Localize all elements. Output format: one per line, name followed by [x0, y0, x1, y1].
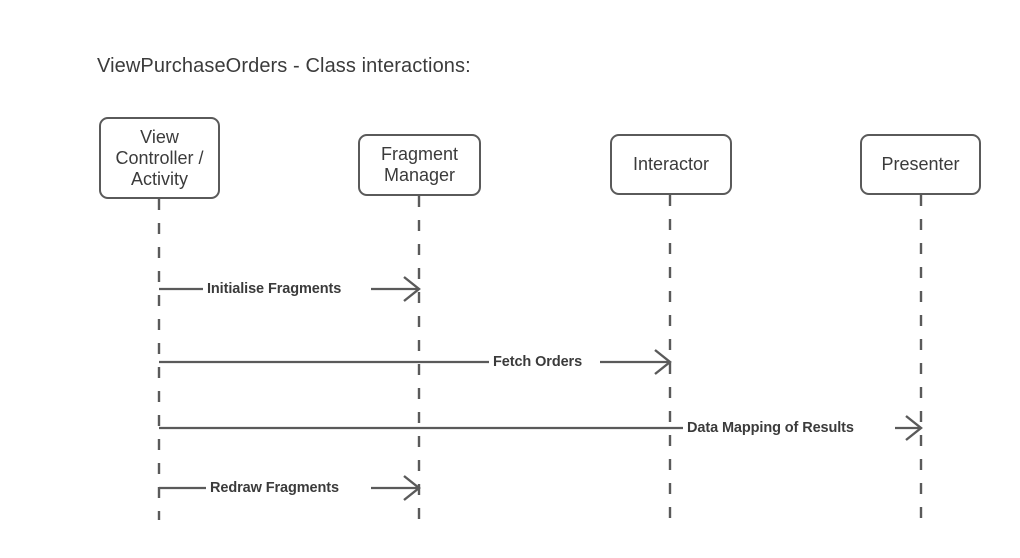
actor-box-interactor[interactable]: Interactor: [610, 134, 732, 195]
message-label-initialise-fragments: Initialise Fragments: [205, 281, 344, 297]
actor-label-view-controller: View Controller / Activity: [115, 126, 204, 189]
actor-label-interactor: Interactor: [632, 154, 710, 174]
actor-box-view-controller[interactable]: View Controller / Activity: [99, 117, 220, 199]
actor-label-fragment-manager: Fragment Manager: [380, 144, 459, 185]
actor-box-fragment-manager[interactable]: Fragment Manager: [358, 134, 481, 196]
message-arrow-data-mapping-of-results: [159, 415, 923, 441]
message-arrow-redraw-fragments: [159, 475, 421, 501]
lifeline-group: [157, 195, 923, 520]
message-label-data-mapping-of-results: Data Mapping of Results: [685, 420, 856, 436]
message-arrow-fetch-orders: [159, 349, 672, 375]
actor-box-presenter[interactable]: Presenter: [860, 134, 981, 195]
page-title: ViewPurchaseOrders - Class interactions:: [97, 55, 471, 77]
message-label-redraw-fragments: Redraw Fragments: [208, 480, 341, 496]
message-label-fetch-orders: Fetch Orders: [491, 354, 585, 370]
actor-label-presenter: Presenter: [881, 154, 960, 174]
message-arrow-initialise-fragments: [159, 276, 421, 302]
